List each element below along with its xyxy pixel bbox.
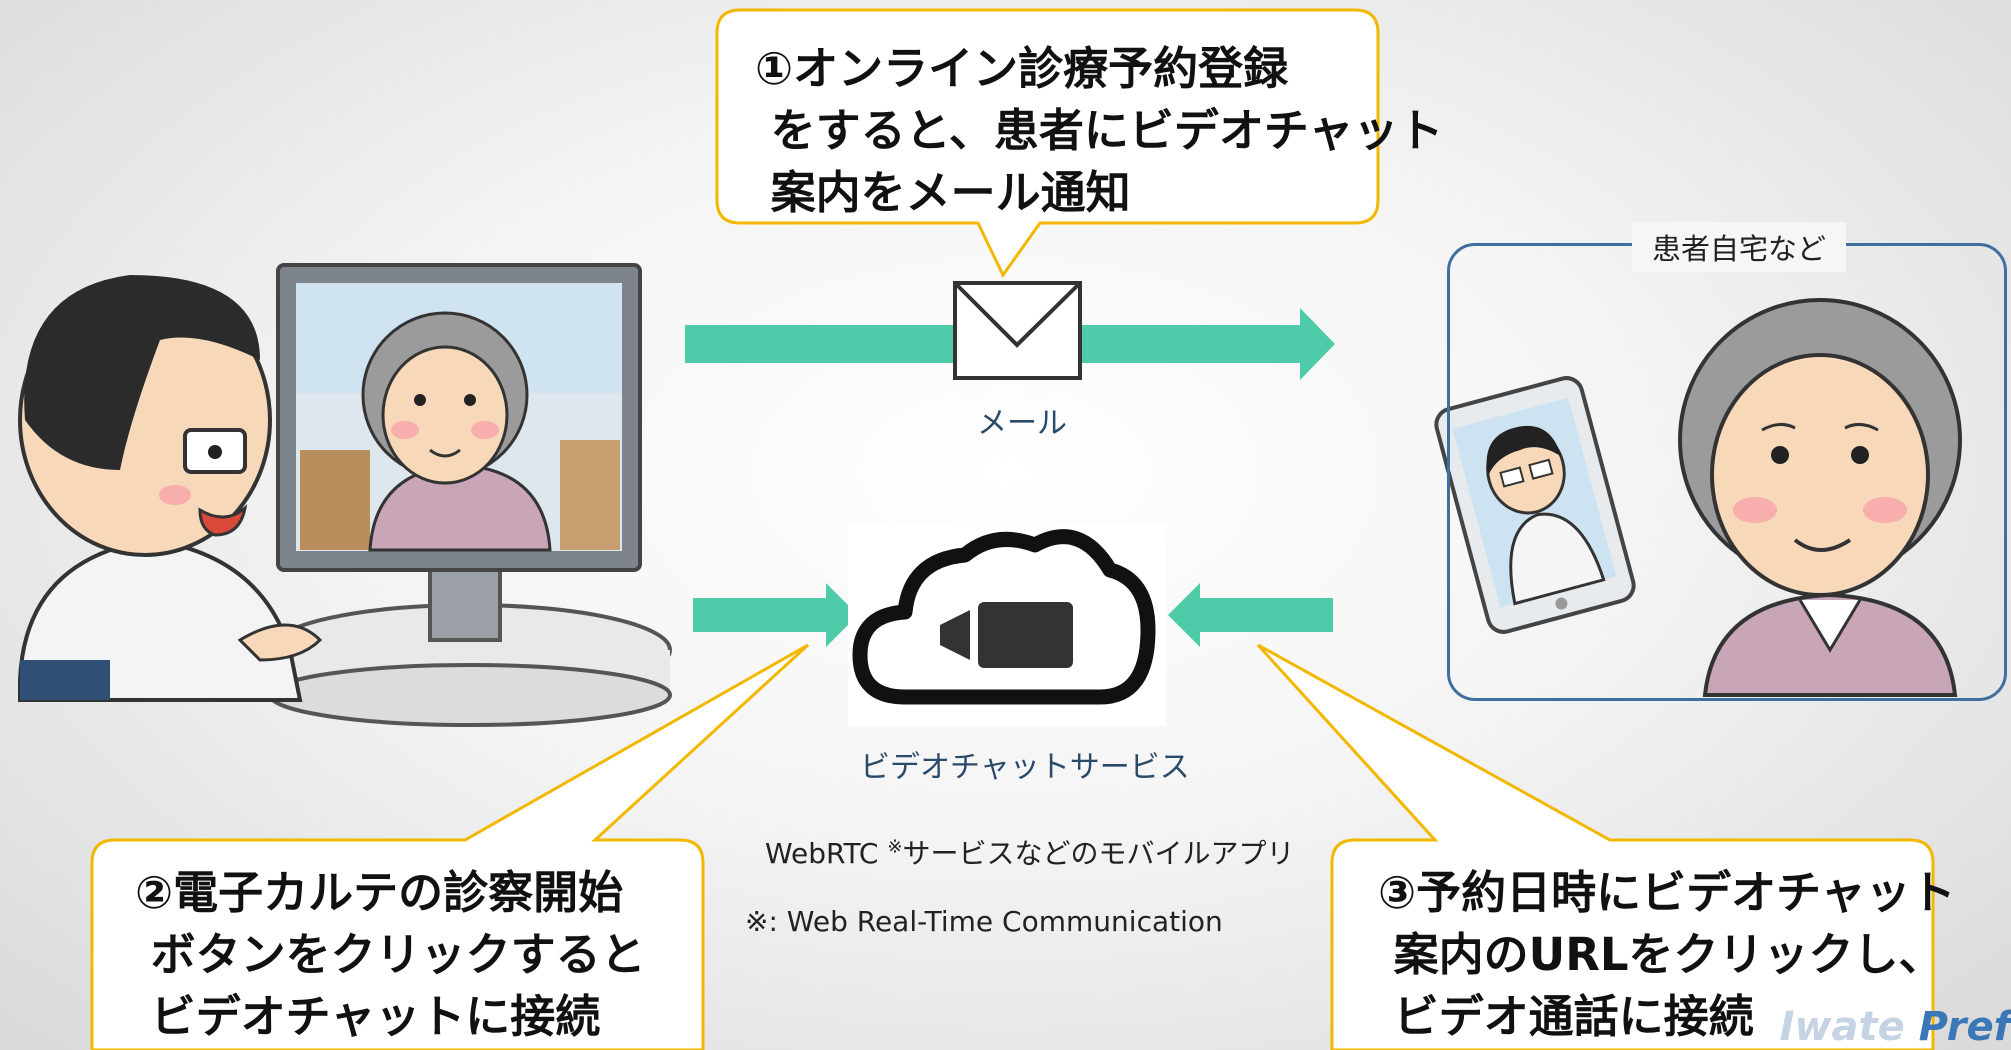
webrtc-note-rest: サービスなどのモバイルアプリ <box>902 837 1295 870</box>
left-arrow <box>693 583 858 647</box>
speech-bubble-1-text: ①オンライン診療予約登録 をすると、患者にビデオチャット 案内をメール通知 <box>755 42 1444 219</box>
speech-bubble-2-shape <box>90 643 810 1050</box>
webrtc-note-main: WebRTC <box>765 837 888 870</box>
speech-bubble-3-shape <box>1256 643 1935 1050</box>
webrtc-note-sup: ※ <box>887 836 903 858</box>
footnote: ※: Web Real-Time Communication <box>745 905 1223 938</box>
brand-logo: Iwate Pref <box>1780 1004 2011 1050</box>
speech-bubble-2-text: ②電子カルテの診察開始 ボタンをクリックすると ビデオチャットに接続 <box>135 866 646 1043</box>
mail-label: メール <box>977 406 1067 441</box>
speech-bubble-3-text: ③予約日時にビデオチャット 案内のURLをクリックし、 ビデオ通話に接続 <box>1378 866 1956 1043</box>
cloud-video-icon <box>848 523 1166 726</box>
tablet-illustration <box>1434 376 1636 634</box>
right-arrow <box>1168 583 1333 647</box>
brand-logo-main: Pref <box>1918 1004 2011 1050</box>
envelope-icon <box>953 281 1082 380</box>
patient-home-label: 患者自宅など <box>1632 222 1847 272</box>
patient-home-frame <box>1447 243 2007 701</box>
brand-logo-faint: Iwate <box>1779 1004 1919 1050</box>
doctor-illustration <box>18 263 672 727</box>
webrtc-note: WebRTC ※サービスなどのモバイルアプリ <box>765 832 1295 872</box>
patient-illustration <box>1678 298 1962 697</box>
speech-bubble-1-shape <box>715 8 1380 278</box>
cloud-service-label: ビデオチャットサービス <box>860 750 1190 785</box>
